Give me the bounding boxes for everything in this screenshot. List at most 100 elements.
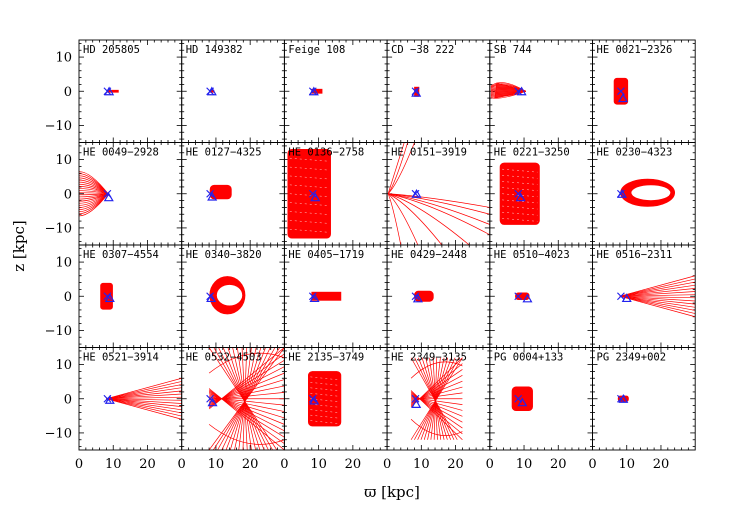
- panel: Feige 108: [283, 39, 388, 143]
- current-position-marker: [207, 397, 218, 407]
- panel-title: HE 0405−1719: [288, 249, 364, 261]
- x-tick-label: 0: [280, 457, 288, 472]
- x-tick-label: 10: [310, 457, 327, 472]
- orbit-mesh-line: [289, 202, 329, 206]
- current-position-marker: [310, 192, 321, 202]
- x-tick-label: 20: [550, 457, 567, 472]
- orbit: [209, 276, 246, 315]
- orbit-path: [106, 398, 182, 407]
- panel-title: HE 0136−2758: [288, 147, 364, 159]
- orbit-envelope: [494, 82, 526, 99]
- panel-title: HE 0049−2928: [83, 147, 159, 159]
- orbit-mesh-line: [289, 229, 329, 233]
- orbit: [620, 178, 676, 207]
- current-position-marker: [517, 397, 528, 407]
- panel-title: HD 205805: [83, 44, 140, 56]
- y-tick-label: 10: [55, 51, 72, 66]
- panel: CD −38 222: [386, 39, 491, 143]
- current-position-marker: [621, 293, 632, 303]
- orbit-path: [387, 142, 408, 194]
- y-tick-label: −10: [45, 221, 72, 236]
- x-tick-label: 20: [447, 457, 464, 472]
- orbit-path: [106, 393, 182, 400]
- origin-marker: [514, 292, 523, 301]
- current-position-marker: [207, 191, 218, 201]
- panel-ticks: [489, 245, 593, 348]
- origin-marker: [103, 189, 112, 198]
- panel-title: HE 0307−4554: [83, 249, 159, 261]
- x-tick-label: 10: [516, 457, 533, 472]
- y-tick-label: 10: [55, 358, 72, 373]
- panel: HE 0151−3919: [386, 142, 491, 246]
- orbit: [308, 371, 342, 427]
- panel-title: HE 0532−4503: [186, 352, 262, 364]
- orbit-path: [619, 291, 696, 297]
- orbit-path: [387, 142, 415, 194]
- orbit-mesh-line: [502, 212, 538, 216]
- origin-marker: [308, 292, 317, 301]
- panel: PG 2349+002: [592, 347, 696, 451]
- y-tick-label: −10: [45, 324, 72, 339]
- panel-title: HE 0127−4325: [186, 147, 262, 159]
- orbit-path: [619, 281, 696, 297]
- panel-title: SB 744: [494, 44, 532, 56]
- y-tick-label: 0: [64, 392, 72, 407]
- orbit-path: [490, 90, 526, 99]
- orbit-mesh-line: [502, 175, 538, 179]
- panel: SB 744: [489, 39, 593, 143]
- panel: HE 0221−3250: [489, 142, 593, 246]
- current-position-marker: [616, 189, 627, 198]
- panel: HE 0521−3914: [78, 347, 183, 451]
- panel-title: PG 2349+002: [597, 352, 667, 364]
- origin-marker: [308, 189, 317, 198]
- orbit-mesh-line: [289, 211, 329, 215]
- orbit-mesh-line: [289, 158, 329, 162]
- x-tick-label: 0: [486, 457, 494, 472]
- origin-marker: [411, 189, 420, 198]
- panel: PG 0004+133: [489, 347, 593, 451]
- orbit-envelope: [499, 162, 540, 225]
- origin-marker: [411, 87, 420, 96]
- x-tick-label: 20: [139, 457, 156, 472]
- orbit-path: [387, 142, 405, 194]
- panel: HE 0127−4325: [181, 142, 285, 246]
- origin-marker: [616, 87, 625, 96]
- orbit: [499, 162, 540, 225]
- orbit-path: [619, 278, 696, 297]
- x-tick-label: 0: [75, 457, 83, 472]
- panel: HE 0429−2448: [386, 244, 491, 348]
- orbit-path: [208, 424, 285, 445]
- y-tick-label: 0: [64, 290, 72, 305]
- current-position-marker: [309, 395, 320, 405]
- panel: HE 2349−3135: [386, 347, 491, 451]
- orbit-path: [208, 352, 285, 374]
- current-position-marker: [309, 293, 320, 303]
- y-axis-label: z [kpc]: [10, 220, 28, 271]
- orbit-path: [388, 193, 490, 236]
- origin-marker: [103, 292, 112, 301]
- orbit-mesh-line: [289, 175, 329, 180]
- orbit-mesh-line: [289, 193, 329, 197]
- panel: HE 0230−4323: [592, 142, 696, 246]
- origin-marker: [308, 87, 317, 96]
- orbit-path: [387, 193, 419, 245]
- origin-marker: [308, 394, 317, 403]
- panel: HE 0405−1719: [283, 244, 388, 348]
- panel-title: HE 0510−4023: [494, 249, 570, 261]
- panel: HE 0307−4554: [78, 244, 183, 348]
- x-tick-label: 20: [653, 457, 670, 472]
- orbit-mesh-line: [502, 205, 538, 210]
- origin-marker: [103, 87, 112, 96]
- orbit-envelope: [308, 371, 342, 427]
- y-tick-label: 0: [64, 187, 72, 202]
- y-tick-label: 0: [64, 85, 72, 100]
- origin-marker: [616, 394, 625, 403]
- orbit-mesh-line: [502, 193, 538, 197]
- panel-title: HE 0429−2448: [391, 249, 467, 261]
- origin-marker: [206, 394, 215, 403]
- orbit-path: [106, 398, 182, 417]
- orbit: [619, 275, 696, 318]
- orbit-path: [106, 398, 182, 401]
